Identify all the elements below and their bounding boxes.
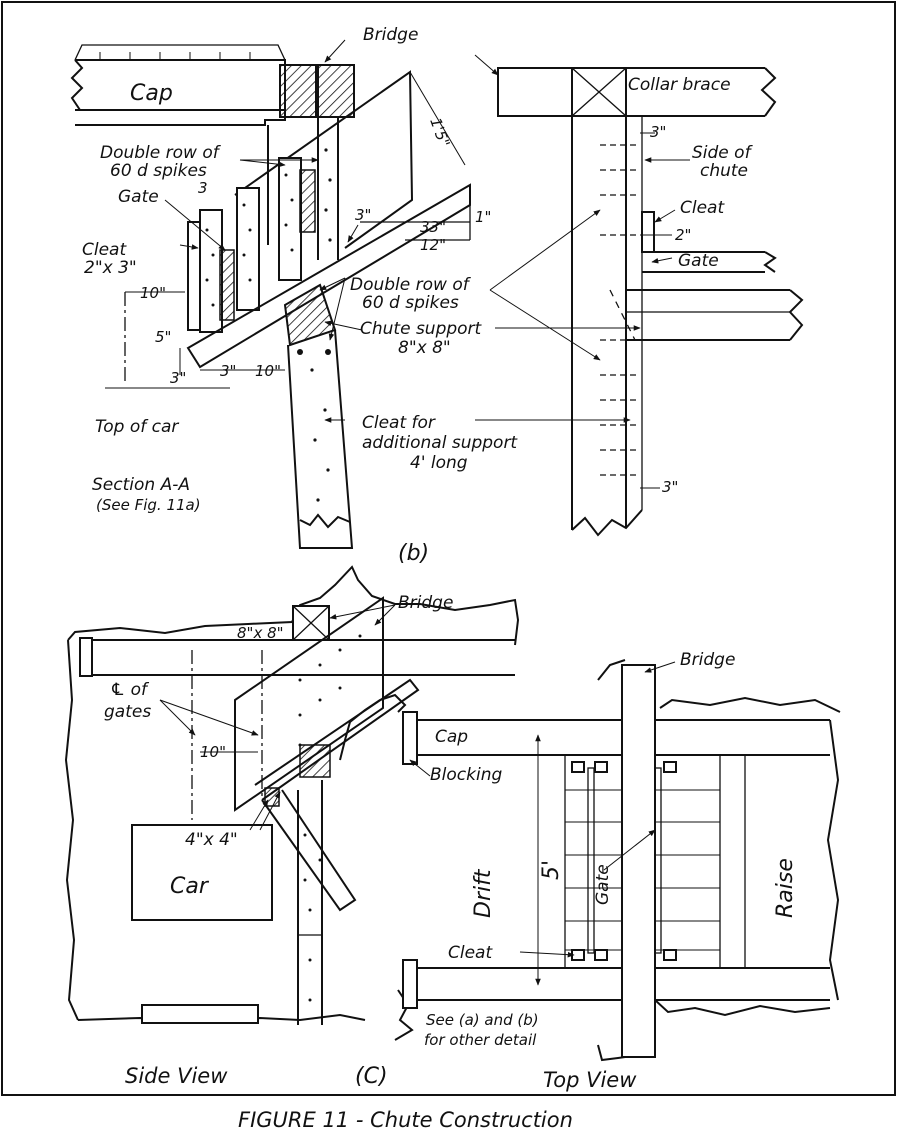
collar-brace-label: Collar brace xyxy=(628,75,731,95)
dim-2-b: 2" xyxy=(675,226,691,244)
bridge-label-aa: Bridge xyxy=(363,25,418,45)
note-label-a: See (a) and (b) xyxy=(426,1011,539,1029)
dim-3-bot-b: 3" xyxy=(662,478,678,496)
spikes-label-1b: 60 d spikes xyxy=(110,161,207,181)
cleat-support-label-b: additional support xyxy=(362,433,518,453)
dim-3-bot: 3" xyxy=(170,369,186,387)
cleat-label-aa: Cleat xyxy=(82,240,127,260)
dim-3-top: 3 xyxy=(198,179,208,197)
side-of-chute-label-b: chute xyxy=(700,161,748,181)
drift-label: Drift xyxy=(471,868,496,918)
dim-3-top-b: 3" xyxy=(650,123,666,141)
dim-5: 5" xyxy=(155,328,171,346)
side-view-labels: Bridge 8"x 8" ℄ of gates 10" 4"x 4" Car … xyxy=(104,593,453,1089)
spikes-label-2a: Double row of xyxy=(350,275,472,295)
dim-10-bot: 10" xyxy=(255,362,281,380)
dim-3-mid: 3" xyxy=(355,206,371,224)
cleat-support-label-c: 4' long xyxy=(410,453,468,473)
side-view-title: Side View xyxy=(125,1064,228,1088)
top-view-labels: Bridge Cap Blocking Drift Raise Gate 5' … xyxy=(424,650,798,1092)
gate-label-top: Gate xyxy=(593,864,613,905)
chute-support-label: Chute support xyxy=(360,319,483,339)
figure-frame xyxy=(1,1,896,1096)
panel-b-label: (b) xyxy=(398,541,429,566)
dim-10-left: 10" xyxy=(140,284,166,302)
dim-3-bot2: 3" xyxy=(220,362,236,380)
section-aa-title: Section A-A xyxy=(92,475,190,495)
dim-1ft5in: 1'5" xyxy=(426,115,453,149)
bridge-label-side: Bridge xyxy=(398,593,453,613)
note-label-b: for other detail xyxy=(424,1031,537,1049)
gate-label-b: Gate xyxy=(678,251,719,271)
dim-12: 12" xyxy=(420,236,446,254)
cleat-size-label-aa: 2"x 3" xyxy=(84,258,137,278)
figure-caption: FIGURE 11 - Chute Construction xyxy=(238,1108,573,1132)
cleat-support-label-a: Cleat for xyxy=(362,413,436,433)
panel-c-label: (C) xyxy=(355,1064,388,1089)
cap-label-top: Cap xyxy=(435,727,468,747)
cl-gates-label-a: ℄ of xyxy=(110,680,150,700)
dim-1: 1" xyxy=(475,208,491,226)
top-of-car-label: Top of car xyxy=(95,417,179,437)
size-8x8-label: 8"x 8" xyxy=(237,624,284,642)
section-aa-subtitle: (See Fig. 11a) xyxy=(96,496,201,514)
cap-label-aa: Cap xyxy=(130,81,173,106)
raise-label: Raise xyxy=(773,858,798,918)
front-view-b-labels: Collar brace Side of chute Cleat Gate 3"… xyxy=(398,75,754,566)
section-aa-drawing xyxy=(70,39,471,549)
chute-support-size-label: 8"x 8" xyxy=(398,338,451,358)
dim-33: 33" xyxy=(420,218,446,236)
spikes-label-2b: 60 d spikes xyxy=(362,293,459,313)
size-4x4-label: 4"x 4" xyxy=(185,830,238,850)
bridge-label-top: Bridge xyxy=(680,650,735,670)
cl-gates-label-b: gates xyxy=(104,702,151,722)
side-view-drawing xyxy=(64,565,520,1025)
gate-label-aa: Gate xyxy=(118,187,159,207)
side-of-chute-label-a: Side of xyxy=(692,143,754,163)
car-label: Car xyxy=(170,874,210,899)
spikes-label-1a: Double row of xyxy=(100,143,222,163)
cleat-label-top: Cleat xyxy=(448,943,493,963)
front-view-b-drawing xyxy=(474,54,804,537)
top-view-title: Top View xyxy=(543,1068,637,1092)
section-aa-labels: Bridge Cap Double row of 60 d spikes Gat… xyxy=(82,25,518,514)
top-view-drawing xyxy=(339,659,841,1062)
dim-5ft-label: 5' xyxy=(539,860,564,880)
cleat-label-b: Cleat xyxy=(680,198,725,218)
dim-10-side: 10" xyxy=(200,743,226,761)
blocking-label: Blocking xyxy=(430,765,502,785)
